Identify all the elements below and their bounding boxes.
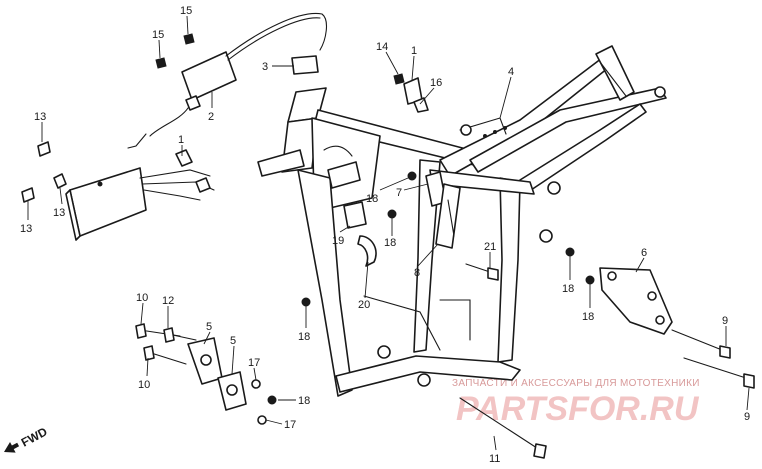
cdi-unit: [65, 149, 215, 241]
callout-10: 10: [136, 292, 148, 304]
callout-5: 5: [206, 321, 212, 333]
callout-18: 18: [582, 311, 594, 323]
stay-7-plate-8: [327, 161, 461, 249]
callout-6: 6: [641, 247, 647, 259]
callout-18: 18: [384, 237, 396, 249]
callout-3: 3: [262, 61, 268, 73]
callout-15: 15: [180, 5, 192, 17]
bolts-9: [671, 329, 755, 389]
callout-7: 7: [396, 187, 402, 199]
fwd-indicator: FWD: [4, 424, 50, 453]
callout-13: 13: [53, 207, 65, 219]
leader-lines: [27, 15, 750, 451]
frame-body: [257, 45, 667, 397]
callout-13: 13: [34, 111, 46, 123]
wire-clamps: [21, 141, 67, 203]
fwd-label: FWD: [19, 424, 50, 449]
callout-11: 11: [489, 453, 500, 465]
callout-20: 20: [358, 299, 370, 311]
lower-left-hardware: [135, 323, 267, 425]
callout-12: 12: [162, 295, 174, 307]
bolt-21: [465, 263, 499, 281]
callout-18: 18: [562, 283, 574, 295]
clamps-19-20: [343, 201, 377, 267]
callout-1: 1: [178, 134, 184, 146]
callout-17: 17: [248, 357, 260, 369]
callout-19: 19: [332, 235, 344, 247]
callout-16: 16: [430, 77, 442, 89]
ignition-coil: [127, 12, 328, 149]
callout-13: 13: [20, 223, 32, 235]
callout-15: 15: [152, 29, 164, 41]
engine-mount-6: [599, 267, 673, 335]
bolts-15: [155, 33, 195, 69]
watermark-tagline: ЗАПЧАСТИ И АКСЕССУАРЫ ДЛЯ МОТОТЕХНИКИ: [452, 378, 700, 389]
callout-14: 14: [376, 41, 388, 53]
bolt-11: [459, 397, 547, 459]
watermark: PARTSFOR.RU ЗАПЧАСТИ И АКСЕССУАРЫ ДЛЯ МО…: [452, 378, 700, 428]
watermark-brand: PARTSFOR.RU: [456, 390, 700, 428]
callout-2: 2: [208, 111, 214, 123]
fwd-arrow-icon: [4, 442, 20, 453]
callout-17: 17: [284, 419, 296, 431]
callout-9: 9: [744, 411, 750, 423]
callout-18: 18: [298, 395, 310, 407]
callout-5: 5: [230, 335, 236, 347]
callout-18: 18: [366, 193, 378, 205]
callout-4: 4: [508, 66, 514, 78]
callout-18: 18: [298, 331, 310, 343]
callout-8: 8: [414, 267, 420, 279]
callout-21: 21: [484, 241, 496, 253]
callout-10: 10: [138, 379, 150, 391]
callout-9: 9: [722, 315, 728, 327]
callout-labels: 15 15 3 2 14 1 16 4 13 1 13 13 7 18 18 1…: [20, 5, 750, 465]
bracket-1-assembly: [393, 73, 429, 113]
callout-1: 1: [411, 45, 417, 57]
